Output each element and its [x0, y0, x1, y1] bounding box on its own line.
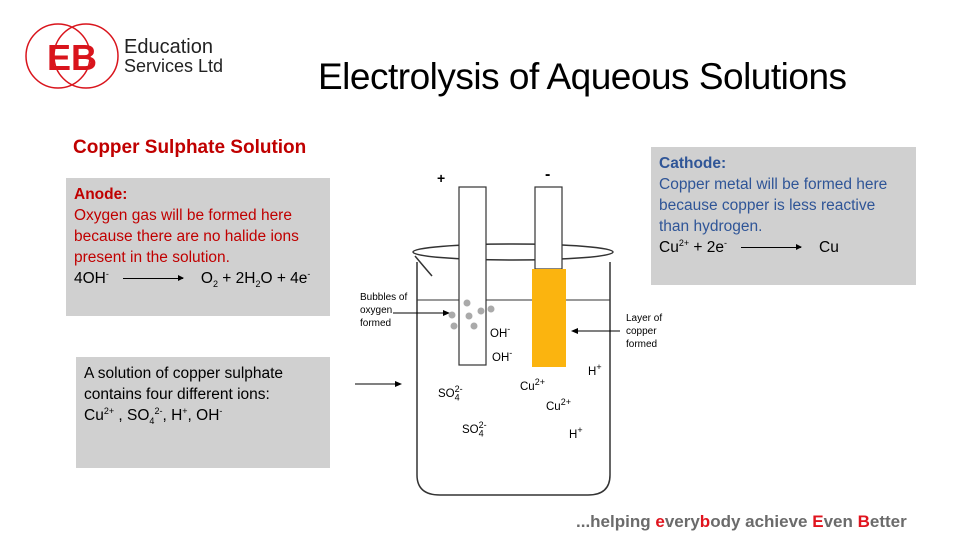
- copper-layer: [532, 269, 566, 367]
- logo-line1: Education: [124, 36, 213, 58]
- cathode-electrode: [534, 186, 563, 270]
- page-title: Electrolysis of Aqueous Solutions: [318, 56, 847, 97]
- ion-oh: OH-: [490, 324, 511, 340]
- arrow-icon: [395, 381, 402, 387]
- cathode-text: Copper metal will be formed here because…: [659, 176, 888, 235]
- logo-monogram: EB: [47, 37, 97, 78]
- cathode-box: Cathode: Copper metal will be formed her…: [651, 147, 916, 285]
- ion-cu: Cu2+: [520, 377, 545, 393]
- anode-text: Oxygen gas will be formed here because t…: [74, 207, 299, 266]
- negative-terminal-label: -: [545, 166, 551, 183]
- bubbles-label: Bubbles of oxygen formed: [360, 292, 408, 329]
- logo-text: Education Services Ltd: [124, 36, 224, 76]
- arrow-icon: [443, 310, 450, 316]
- beaker-rim: [412, 243, 614, 261]
- ion-so4: SO42-: [438, 384, 463, 403]
- arrow-icon: [571, 328, 578, 334]
- arrow-icon: [122, 275, 184, 282]
- ion-cu: Cu2+: [546, 397, 571, 413]
- cathode-heading: Cathode:: [659, 155, 727, 172]
- logo-circles-icon: EB: [25, 23, 119, 89]
- ion-h: H+: [588, 362, 602, 378]
- ion-oh: OH-: [492, 348, 513, 364]
- anode-heading: Anode:: [74, 186, 128, 203]
- oxygen-bubbles: [448, 299, 495, 330]
- copper-label: Layer of copper formed: [626, 313, 663, 350]
- solution-box: A solution of copper sulphate contains f…: [76, 357, 330, 468]
- anode-electrode: [458, 186, 487, 366]
- anode-equation: 4OH-O2 + 2H2O + 4e-: [74, 268, 311, 290]
- cathode-equation: Cu2+ + 2e-Cu: [659, 237, 839, 256]
- arrow-icon: [741, 244, 802, 251]
- beaker: [416, 262, 611, 496]
- tagline: ...helping everybody achieve Even Better: [576, 512, 907, 531]
- positive-terminal-label: +: [437, 170, 446, 186]
- logo-line2: Services Ltd: [124, 56, 224, 76]
- logo: EB: [22, 18, 122, 94]
- ion-so4: SO42-: [462, 420, 487, 439]
- anode-box: Anode: Oxygen gas will be formed here be…: [66, 178, 330, 316]
- ion-h: H+: [569, 425, 583, 441]
- solution-ions: Cu2+ , SO42-, H+, OH-: [84, 405, 223, 427]
- section-subtitle: Copper Sulphate Solution: [73, 137, 307, 158]
- solution-text: A solution of copper sulphate contains f…: [84, 365, 284, 403]
